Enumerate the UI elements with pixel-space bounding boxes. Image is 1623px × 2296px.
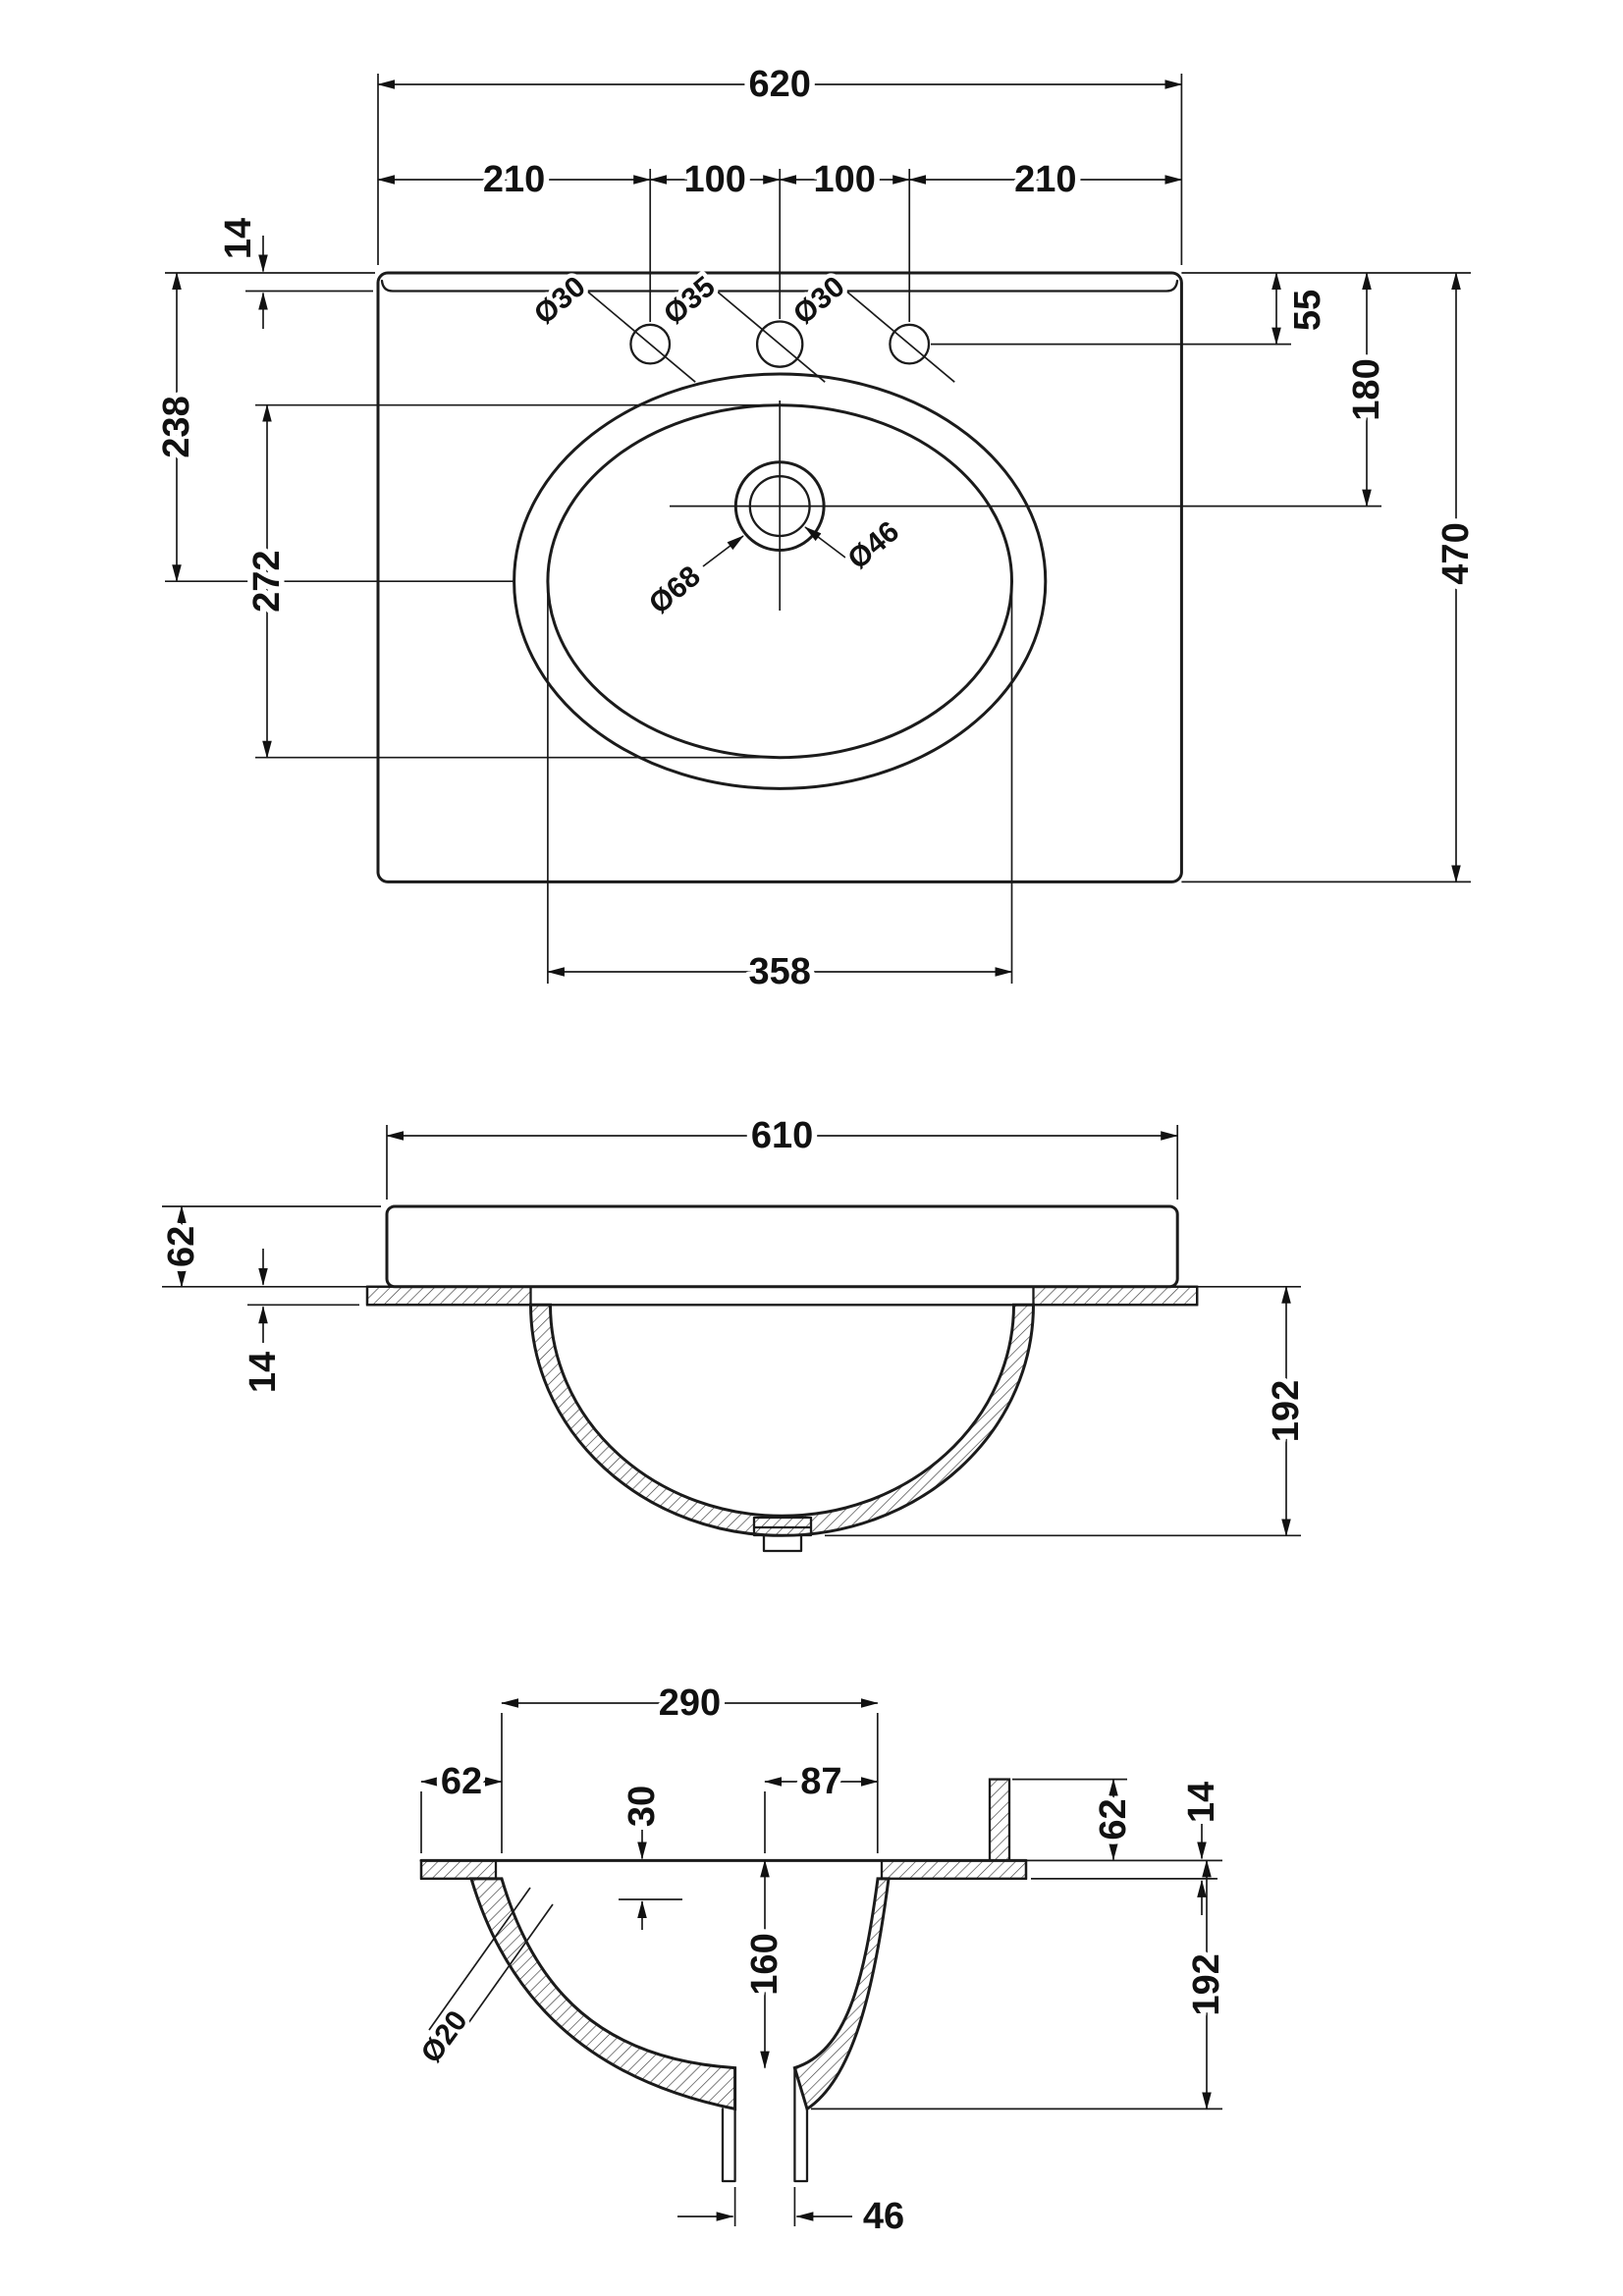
overflow-channel [428, 1887, 554, 2048]
tap-hole-leader-lines [585, 290, 955, 383]
tap-hole-centre [755, 320, 804, 368]
waste-fitting-front [752, 1516, 813, 1553]
dim-180: 180 [1346, 358, 1387, 420]
dim-272: 272 [246, 550, 288, 612]
dim-192-side: 192 [1186, 1953, 1227, 2015]
plan-view: Ø30 Ø35 Ø30 Ø68 Ø46 620 210 100 100 210 … [151, 59, 1483, 998]
plan-dimensions: 620 210 100 100 210 14 238 272 [151, 59, 1483, 998]
bowl-front-wall [468, 1877, 737, 2111]
label-waste-inner-dia: Ø46 [841, 515, 905, 576]
dim-470: 470 [1435, 522, 1477, 584]
dim-14-side: 14 [1181, 1782, 1222, 1823]
dim-160: 160 [744, 1933, 785, 1995]
label-waste-outer-dia: Ø68 [643, 560, 707, 620]
label-tap-centre-dia: Ø35 [658, 270, 722, 331]
waste-inner-leader [804, 526, 846, 559]
dim-210-right: 210 [1014, 159, 1076, 200]
dim-210-left: 210 [483, 159, 545, 200]
back-flange-section [880, 1859, 1028, 1881]
waste-centrelines [670, 400, 1381, 611]
dim-62-side-back: 62 [1093, 1798, 1134, 1840]
side-section-view: Ø20 290 62 87 30 160 192 [410, 1678, 1233, 2243]
tap-hole-right [889, 323, 931, 365]
back-upstand [988, 1778, 1011, 1862]
dim-192-front: 192 [1266, 1380, 1307, 1442]
dim-238: 238 [156, 396, 197, 457]
rim-hatch-left [365, 1285, 532, 1307]
dim-14-plan: 14 [218, 218, 259, 259]
front-flange-section [419, 1859, 498, 1881]
dim-290: 290 [659, 1682, 721, 1724]
front-dimensions: 610 62 14 192 [156, 1110, 1313, 1537]
dim-55: 55 [1287, 290, 1328, 331]
waste-outer-leader [702, 535, 744, 567]
dim-610: 610 [751, 1115, 813, 1156]
tap-hole-left [629, 323, 672, 365]
label-tap-right-dia: Ø30 [787, 270, 851, 331]
label-tap-left-dia: Ø30 [528, 270, 592, 331]
waste-outlet-section [721, 2066, 809, 2183]
dim-62-side-front: 62 [441, 1761, 482, 1802]
bowl-front-profile [528, 1303, 1036, 1537]
bowl-back-wall [792, 1877, 891, 2111]
dim-46: 46 [863, 2196, 904, 2237]
front-view: 610 62 14 192 [156, 1110, 1313, 1553]
dim-62-front: 62 [161, 1226, 202, 1267]
dim-100-left: 100 [683, 159, 745, 200]
dim-87: 87 [800, 1761, 841, 1802]
side-dimensions: 290 62 87 30 160 192 62 [420, 1678, 1233, 2243]
rim-hatch-right [1032, 1285, 1199, 1307]
dim-358: 358 [748, 951, 810, 992]
label-overflow-dia: Ø20 [415, 2004, 474, 2068]
dim-620: 620 [748, 64, 810, 105]
worktop-front [385, 1204, 1179, 1289]
dim-14-front: 14 [243, 1352, 284, 1393]
dim-100-right: 100 [813, 159, 875, 200]
dim-30: 30 [622, 1786, 663, 1827]
